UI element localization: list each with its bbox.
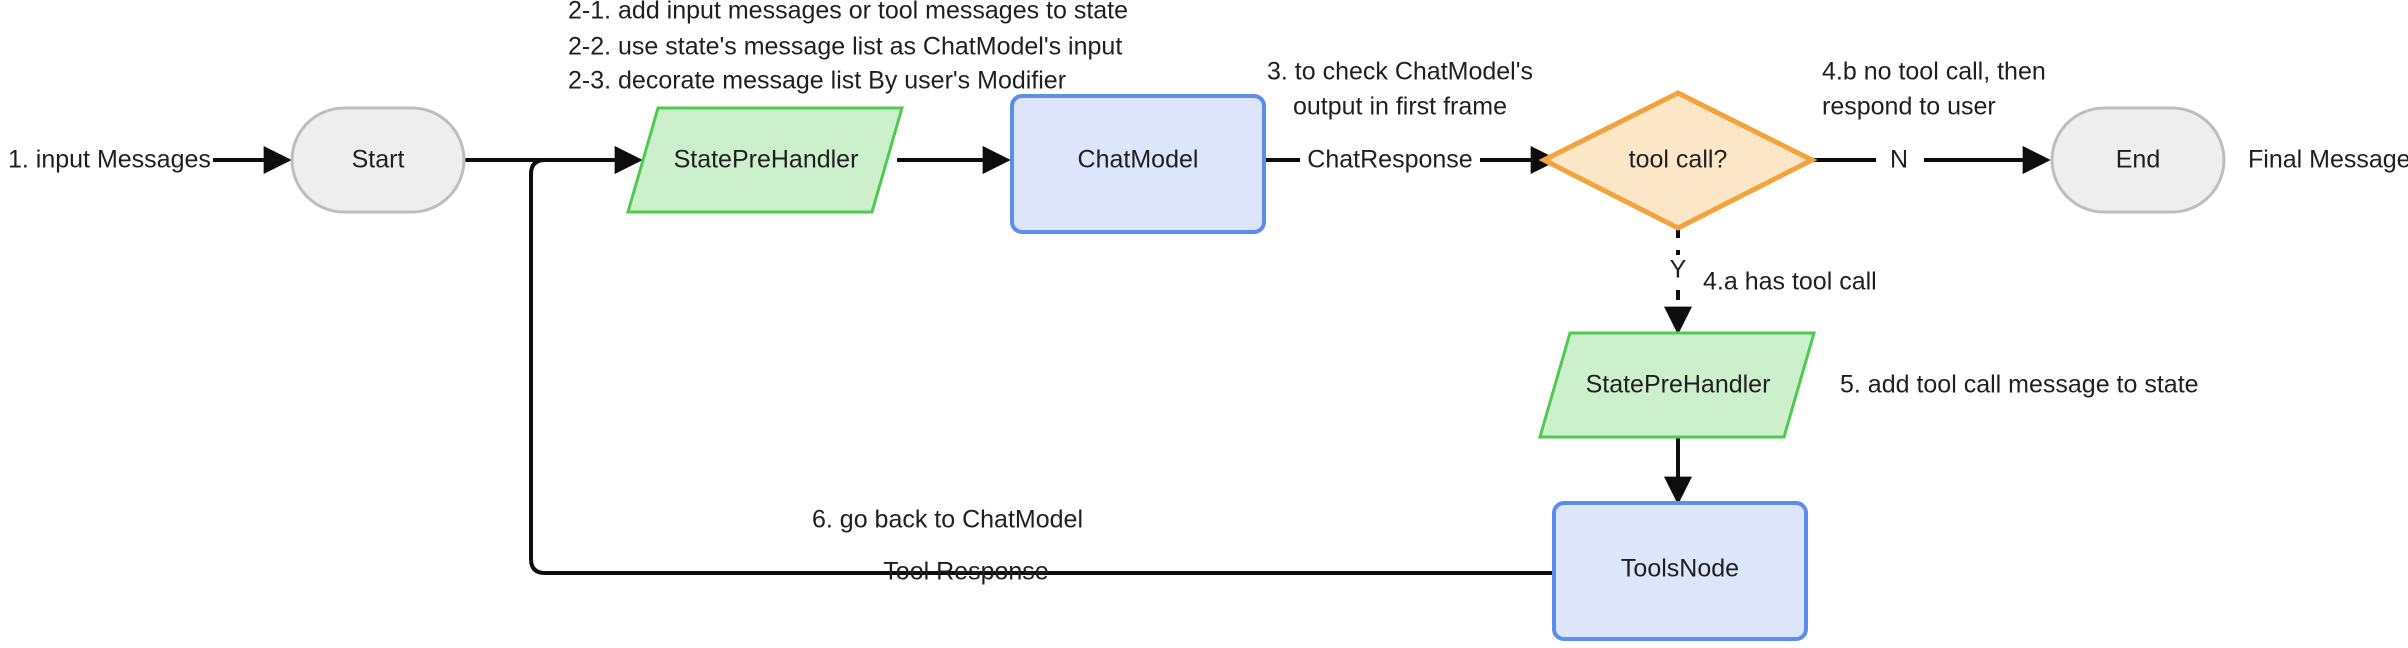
node-state-pre-handler-top-label: StatePreHandler	[674, 146, 859, 174]
node-tool-call-decision-label: tool call?	[1629, 146, 1728, 174]
edge-label-chat-response: ChatResponse	[1307, 146, 1472, 174]
note-step2-line2: 2-2. use state's message list as ChatMod…	[568, 33, 1122, 61]
edge-label-input-messages: 1. input Messages	[8, 146, 211, 174]
note-step4b-line2: respond to user	[1822, 93, 1996, 121]
node-state-pre-handler-top-shape	[626, 106, 904, 214]
node-chat-model-label: ChatModel	[1078, 146, 1199, 174]
note-step3-line2: output in first frame	[1293, 93, 1507, 121]
note-step4a: 4.a has tool call	[1703, 268, 1877, 296]
edge-label-decision-no: N	[1890, 146, 1908, 174]
edge-label-final-message: Final Message	[2248, 146, 2408, 174]
node-tool-call-decision-shape	[1538, 90, 1818, 231]
node-state-pre-handler-bottom-label: StatePreHandler	[1586, 371, 1771, 399]
node-end-label: End	[2116, 146, 2160, 174]
node-state-pre-handler-bottom[interactable]: StatePreHandler	[1538, 331, 1816, 439]
node-tools-node[interactable]: ToolsNode	[1552, 501, 1808, 641]
edge-label-tool-response: Tool Response	[883, 558, 1048, 586]
node-tools-node-shape	[1552, 501, 1808, 641]
node-end-shape	[2050, 106, 2226, 214]
note-step3-line1: 3. to check ChatModel's	[1267, 58, 1533, 86]
node-chat-model-shape	[1010, 94, 1266, 234]
node-start[interactable]: Start	[290, 106, 466, 214]
node-tool-call-decision[interactable]: tool call?	[1538, 90, 1818, 231]
note-step6: 6. go back to ChatModel	[812, 506, 1083, 534]
edge-toolsnode-feedback	[529, 158, 1553, 575]
node-start-shape	[290, 106, 466, 214]
note-step4b-line1: 4.b no tool call, then	[1822, 58, 2046, 86]
note-step5: 5. add tool call message to state	[1840, 371, 2199, 399]
node-state-pre-handler-top[interactable]: StatePreHandler	[626, 106, 904, 214]
note-step2-line3: 2-3. decorate message list By user's Mod…	[568, 67, 1066, 95]
node-state-pre-handler-bottom-shape	[1538, 331, 1816, 439]
edge-label-decision-yes: Y	[1670, 256, 1687, 284]
node-start-label: Start	[352, 146, 405, 174]
node-end[interactable]: End	[2050, 106, 2226, 214]
node-chat-model[interactable]: ChatModel	[1010, 94, 1266, 234]
node-tools-node-label: ToolsNode	[1621, 555, 1739, 583]
note-step2-line1: 2-1. add input messages or tool messages…	[568, 0, 1128, 25]
